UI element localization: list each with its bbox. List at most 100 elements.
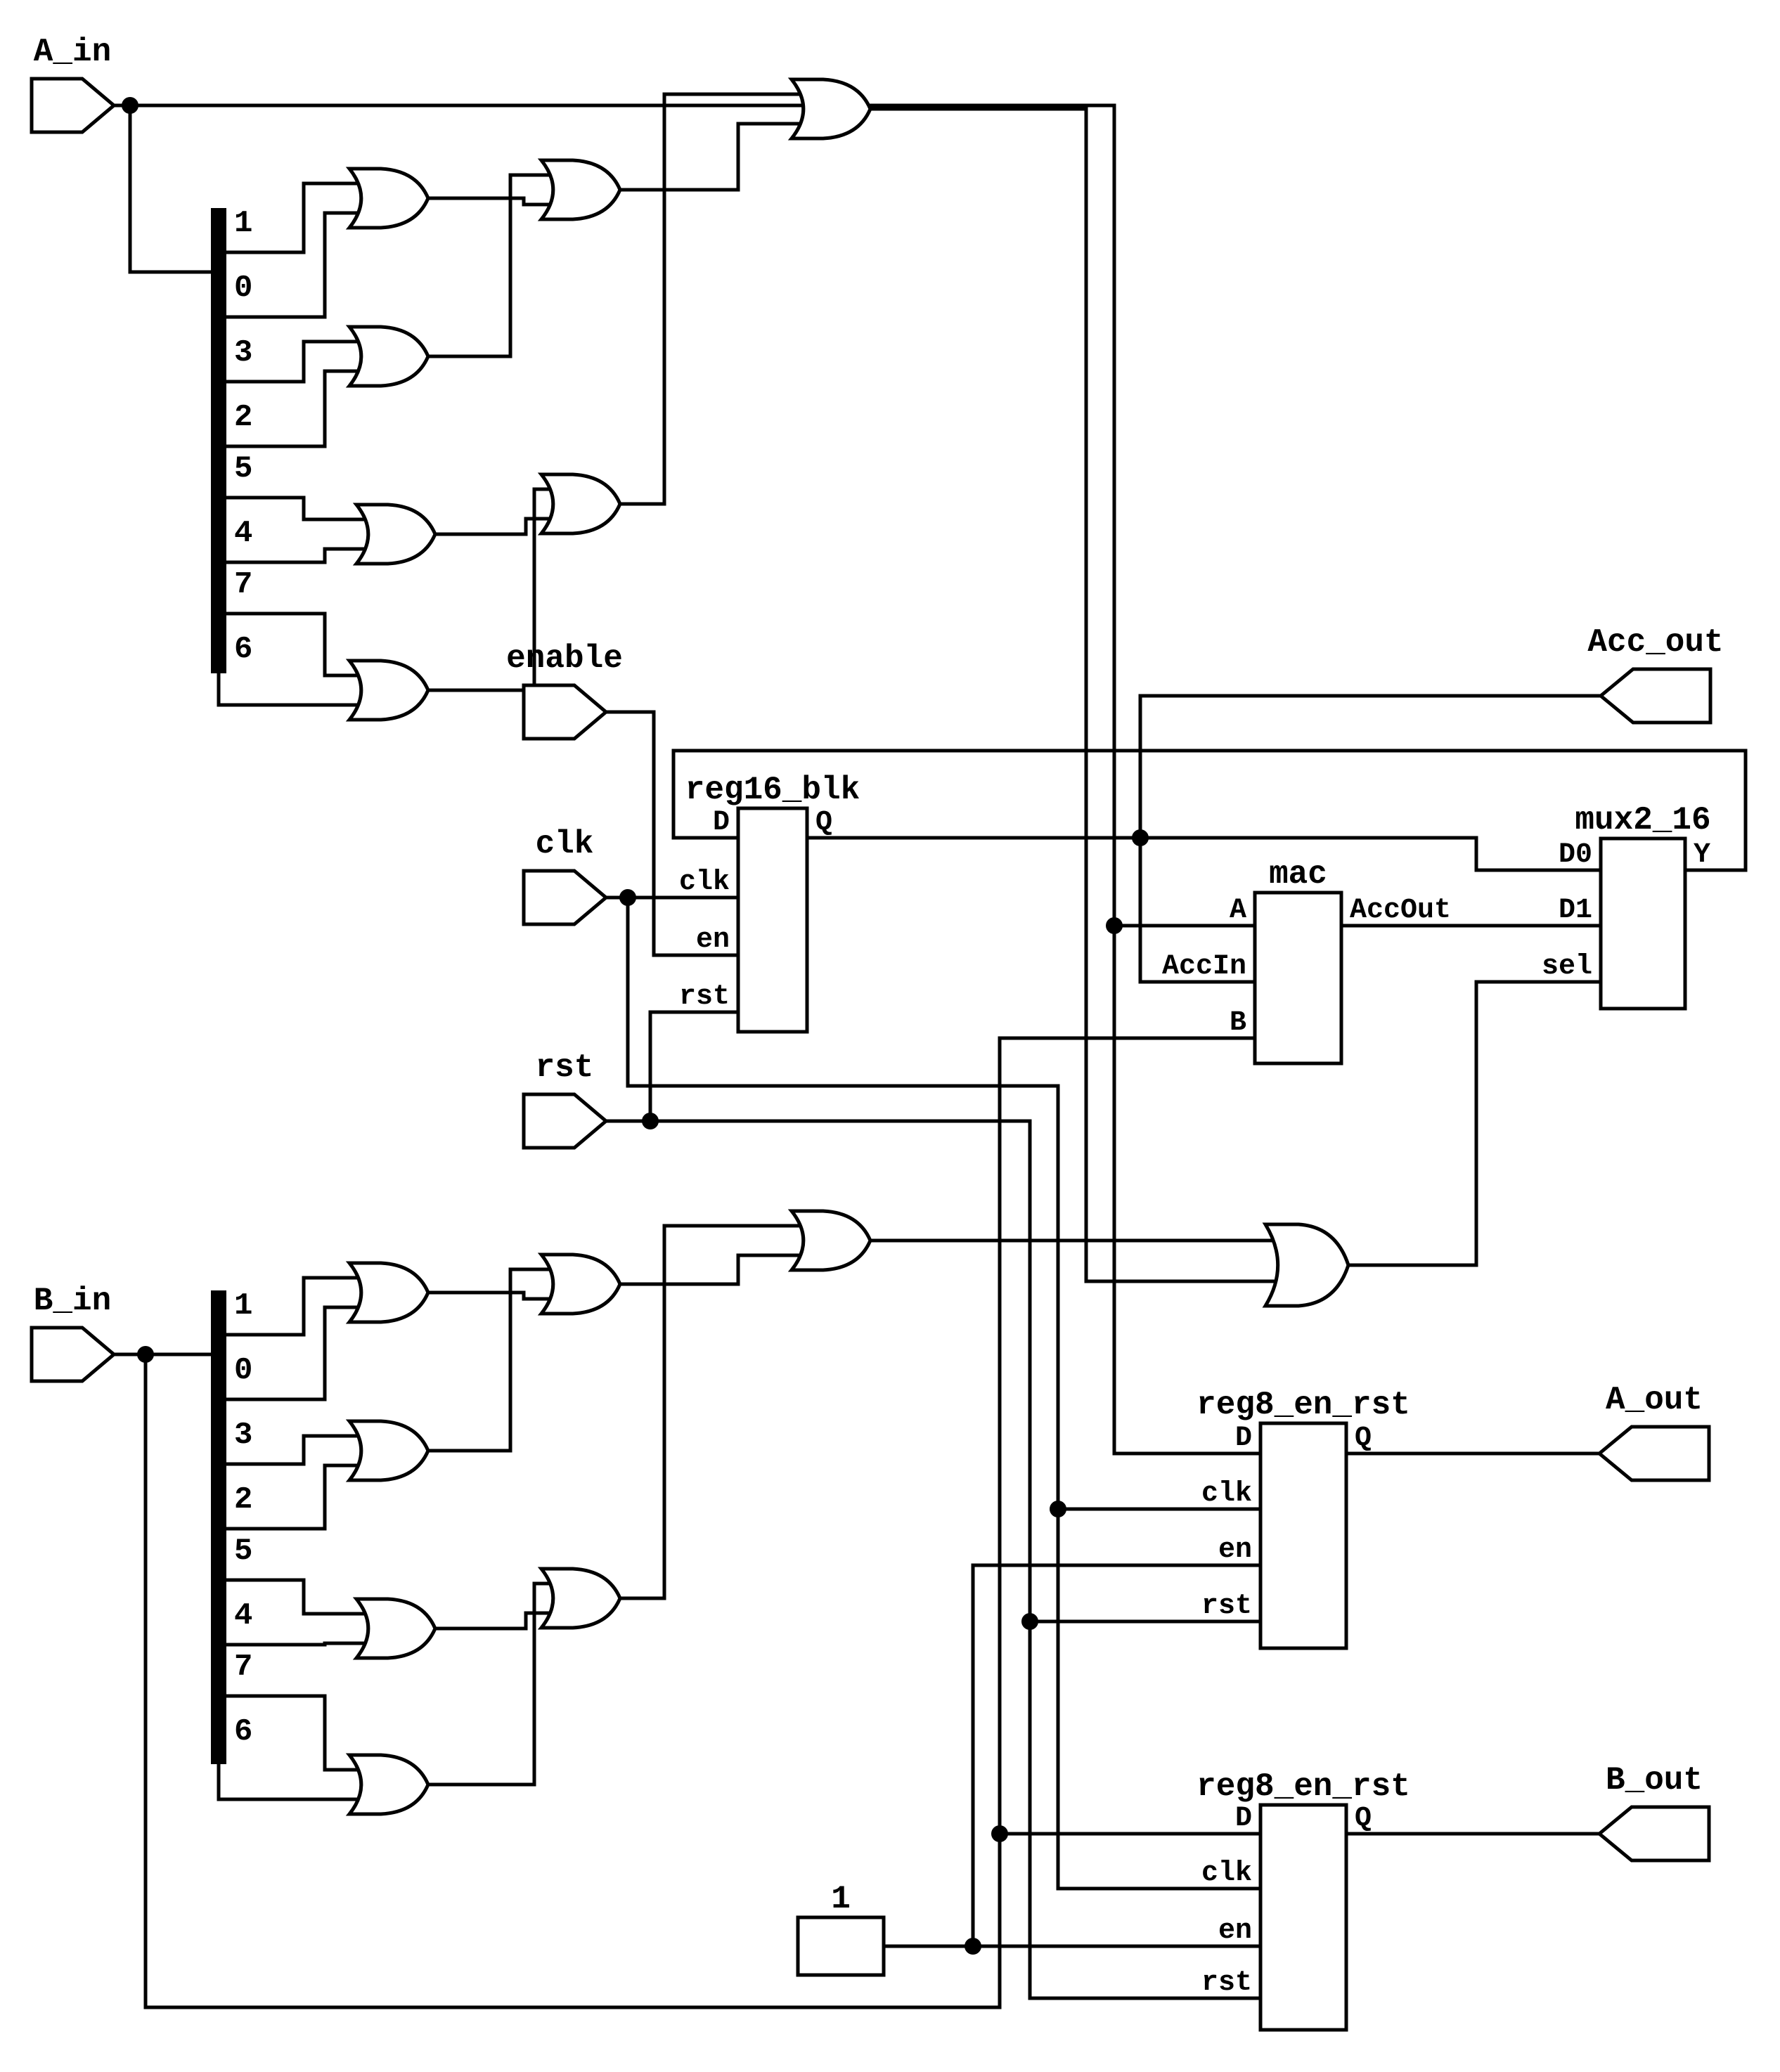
junction-dot <box>1132 829 1149 846</box>
pin-label-q: Q <box>1355 1423 1372 1454</box>
wire <box>807 836 1601 872</box>
wire <box>143 1036 1255 2009</box>
pin-label-d1: D1 <box>1559 895 1592 926</box>
pin-label-a: A <box>1230 895 1246 926</box>
or-a2-or-gate-icon <box>345 325 430 388</box>
pin-label-q: Q <box>1355 1803 1372 1834</box>
port-a_out-label: A_out <box>1606 1382 1703 1418</box>
blocks-layer <box>736 806 1687 2032</box>
wire <box>620 1224 801 1600</box>
wire <box>217 673 359 707</box>
block-reg8_a-label: reg8_en_rst <box>1197 1387 1410 1423</box>
wire <box>226 1305 359 1401</box>
ports-layer <box>30 77 1713 1863</box>
wire <box>226 1578 366 1616</box>
or-b6-or-gate-icon <box>537 1567 622 1630</box>
block-mux2_16 <box>1599 836 1687 1011</box>
wire <box>128 105 211 274</box>
wire <box>606 710 738 957</box>
pin-label-rst: rst <box>1201 1967 1252 1999</box>
wire <box>226 547 366 564</box>
wire <box>226 1694 359 1772</box>
port-enable-in <box>522 683 609 741</box>
bus-bit-label: 4 <box>234 516 252 551</box>
port-rst-in <box>522 1092 609 1150</box>
port-a_in-in <box>30 77 117 134</box>
wire <box>620 92 801 506</box>
or-sel-or-gate-icon <box>1262 1222 1350 1308</box>
wire <box>620 1253 801 1286</box>
or-b5-or-gate-icon <box>537 1252 622 1316</box>
junction-dot <box>137 1346 154 1363</box>
wires-layer <box>114 92 1748 2009</box>
pin-label-clk: clk <box>679 867 730 898</box>
pin-label-rst: rst <box>679 981 730 1013</box>
wire <box>626 898 1260 1891</box>
wire <box>648 1010 738 1121</box>
junction-dot <box>122 97 138 114</box>
wire <box>226 1463 359 1531</box>
const-1-label: 1 <box>831 1881 851 1917</box>
or-a3-or-gate-icon <box>352 503 437 566</box>
port-clk-in <box>522 869 609 926</box>
bus-bit-label: 6 <box>234 632 252 667</box>
pin-label-sel: sel <box>1542 951 1592 983</box>
junctions-layer <box>122 97 1149 1955</box>
or-b7-or-gate-icon <box>787 1209 872 1272</box>
junction-dot <box>1021 1613 1038 1630</box>
port-b_out-label: B_out <box>1606 1762 1703 1799</box>
junction-dot <box>642 1113 659 1129</box>
wire <box>114 103 1260 1456</box>
pin-label-b: B <box>1230 1007 1246 1039</box>
pin-label-d0: D0 <box>1559 839 1592 871</box>
wire <box>226 1641 366 1647</box>
bus-bit-label: 7 <box>234 567 252 602</box>
wire <box>428 1290 551 1301</box>
bus-bit-label: 5 <box>234 451 252 486</box>
bus-bit-label: 4 <box>234 1598 252 1633</box>
bus-bit-label: 7 <box>234 1650 252 1685</box>
block-reg8_b-label: reg8_en_rst <box>1197 1768 1410 1805</box>
or-b4-or-gate-icon <box>345 1753 430 1816</box>
wire <box>226 181 359 254</box>
wire <box>428 196 551 207</box>
wire <box>971 1563 1260 1946</box>
bus-bit-label: 5 <box>234 1534 252 1569</box>
or-a1-or-gate-icon <box>345 167 430 230</box>
wire <box>606 1119 1260 2000</box>
pin-label-d: D <box>1235 1423 1252 1454</box>
or-a4-or-gate-icon <box>345 659 430 722</box>
bus-splitter-bar <box>211 208 226 673</box>
wire <box>226 611 359 678</box>
port-b_in-label: B_in <box>34 1283 111 1319</box>
bus-bit-label: 1 <box>234 206 252 241</box>
block-mac <box>1253 891 1343 1066</box>
or-a5-or-gate-icon <box>537 158 622 221</box>
port-acc_out-label: Acc_out <box>1587 624 1723 661</box>
wire <box>226 1434 359 1466</box>
wire <box>428 173 551 358</box>
wire <box>226 339 359 384</box>
pin-label-d: D <box>1235 1803 1252 1834</box>
wire <box>226 211 359 319</box>
bus-bars-layer <box>211 208 226 1764</box>
block-reg16_blk-label: reg16_blk <box>685 772 860 808</box>
pin-label-en: en <box>696 924 730 956</box>
or-b1-or-gate-icon <box>345 1261 430 1324</box>
pin-label-clk: clk <box>1201 1478 1252 1510</box>
bus-splitter-bar <box>211 1290 226 1764</box>
labels-layer: 1032547610325476reg16_blkDclkenrstQmacAA… <box>34 34 1724 1999</box>
block-reg8_b <box>1258 1803 1348 2032</box>
wire <box>428 1267 551 1453</box>
junction-dot <box>1106 917 1123 934</box>
wire <box>1348 980 1601 1267</box>
wire <box>620 122 801 192</box>
wire <box>226 369 359 448</box>
wire <box>870 107 1275 1283</box>
junction-dot <box>619 889 636 906</box>
port-b_out-out <box>1597 1805 1711 1863</box>
port-rst-label: rst <box>536 1049 594 1086</box>
port-b_in-in <box>30 1326 117 1383</box>
